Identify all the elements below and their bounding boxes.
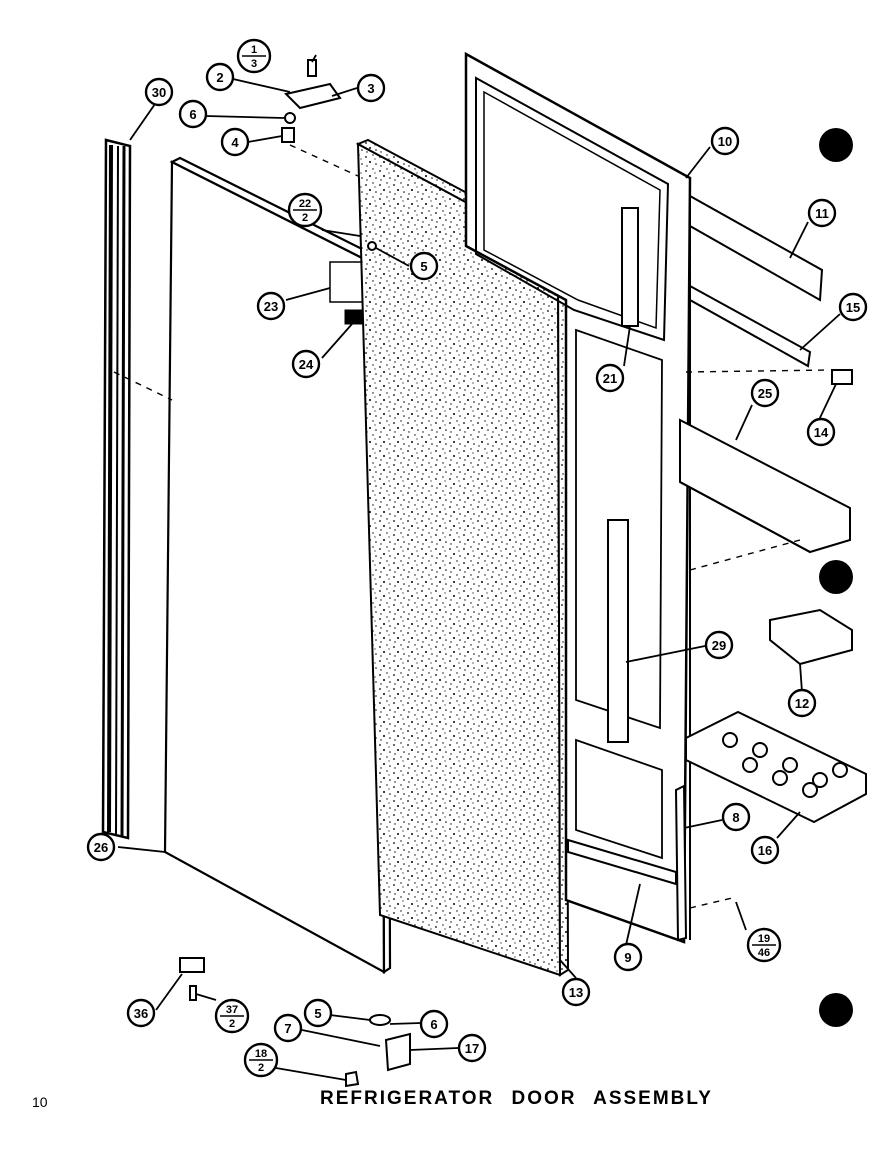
svg-text:18: 18 [255, 1048, 267, 1060]
svg-text:10: 10 [718, 134, 732, 149]
svg-text:3: 3 [367, 81, 374, 96]
door-shelf [679, 418, 851, 554]
callout-13: 13 [561, 977, 591, 1007]
bottom-hinge-hardware [179, 957, 411, 1088]
shelf-retainer [689, 284, 812, 368]
svg-text:23: 23 [264, 299, 278, 314]
callout-24: 24 [291, 349, 321, 379]
svg-text:30: 30 [152, 85, 166, 100]
svg-text:26: 26 [94, 840, 108, 855]
callout-29: 29 [704, 630, 734, 660]
callout-3: 3 [356, 73, 386, 103]
svg-text:22: 22 [299, 198, 311, 210]
svg-text:17: 17 [465, 1041, 479, 1056]
svg-text:2: 2 [216, 70, 223, 85]
shelf-rail [689, 194, 824, 302]
bottom-trim [567, 838, 677, 886]
svg-text:13: 13 [569, 985, 583, 1000]
bottom-trim [674, 784, 688, 942]
callout-6-bottom: 6 [419, 1009, 449, 1039]
callout-21: 21 [595, 363, 625, 393]
svg-text:14: 14 [814, 425, 829, 440]
svg-text:3: 3 [251, 58, 257, 70]
callout-37-2: 37 2 [214, 998, 250, 1034]
callout-16: 16 [750, 835, 780, 865]
svg-text:4: 4 [231, 135, 239, 150]
callout-5-bottom: 5 [303, 998, 333, 1028]
callout-23: 23 [256, 291, 286, 321]
callout-leader-lines [117, 54, 841, 1081]
svg-text:12: 12 [795, 696, 809, 711]
svg-text:15: 15 [846, 300, 860, 315]
callout-22-2: 22 2 [287, 192, 323, 228]
callout-36: 36 [126, 998, 156, 1028]
callout-17: 17 [457, 1033, 487, 1063]
callout-1-3: 1 3 [236, 38, 272, 74]
svg-text:19: 19 [758, 933, 770, 945]
diagram-title: REFRIGERATOR DOOR ASSEMBLY [320, 1088, 713, 1109]
callout-8: 8 [721, 802, 751, 832]
svg-text:5: 5 [420, 259, 427, 274]
registration-dot [819, 128, 853, 162]
callout-11: 11 [807, 198, 837, 228]
svg-text:7: 7 [284, 1021, 291, 1036]
shelf-clip [831, 369, 853, 385]
callout-14: 14 [806, 417, 836, 447]
svg-text:21: 21 [603, 371, 617, 386]
svg-text:8: 8 [732, 810, 739, 825]
callout-6-top: 6 [178, 99, 208, 129]
outer-door-panel [163, 156, 392, 975]
svg-text:5: 5 [314, 1006, 321, 1021]
door-rail-bracket [607, 519, 629, 743]
egg-tray [685, 710, 867, 824]
svg-text:6: 6 [430, 1017, 437, 1032]
callout-19-46: 19 46 [746, 927, 782, 963]
svg-text:24: 24 [299, 357, 314, 372]
door-gasket [101, 138, 132, 840]
svg-text:1: 1 [251, 44, 257, 56]
svg-text:2: 2 [258, 1062, 264, 1074]
svg-text:6: 6 [189, 107, 196, 122]
callout-15: 15 [838, 292, 868, 322]
door-rail-bracket [621, 207, 639, 327]
callout-4: 4 [220, 127, 250, 157]
svg-text:2: 2 [229, 1018, 235, 1030]
callout-9: 9 [613, 942, 643, 972]
registration-dot [819, 993, 853, 1027]
butter-dish [769, 608, 853, 666]
svg-text:16: 16 [758, 843, 772, 858]
callout-10: 10 [710, 126, 740, 156]
svg-text:46: 46 [758, 947, 770, 959]
callout-12: 12 [787, 688, 817, 718]
callout-7: 7 [273, 1013, 303, 1043]
svg-text:36: 36 [134, 1006, 148, 1021]
top-hinge-hardware [281, 59, 377, 251]
page-number: 10 [32, 1094, 48, 1110]
callout-26: 26 [86, 832, 116, 862]
registration-dot [819, 560, 853, 594]
svg-text:2: 2 [302, 212, 308, 224]
callout-2: 2 [205, 62, 235, 92]
svg-text:9: 9 [624, 950, 631, 965]
callout-18-2: 18 2 [243, 1042, 279, 1078]
svg-text:37: 37 [226, 1004, 238, 1016]
svg-text:11: 11 [815, 206, 829, 221]
svg-text:29: 29 [712, 638, 726, 653]
callout-5-top: 5 [409, 251, 439, 281]
assembly-guide-lines [113, 144, 831, 909]
callout-25: 25 [750, 378, 780, 408]
callout-30: 30 [144, 77, 174, 107]
svg-text:25: 25 [758, 386, 772, 401]
